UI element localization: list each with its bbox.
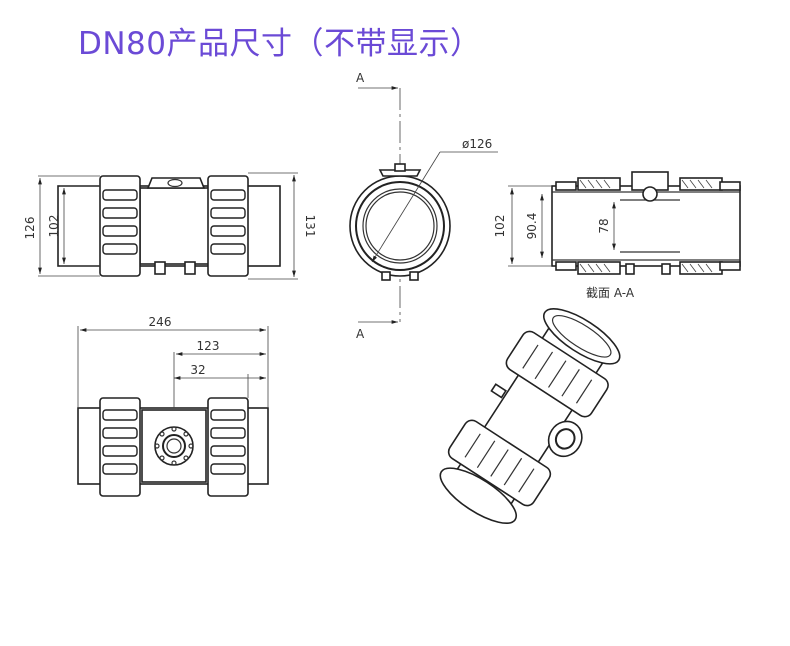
dim-half-length: 123 [197, 339, 220, 353]
dim-flange-diameter: 126 [23, 217, 37, 240]
section-marker-top: A [356, 71, 365, 85]
dim-section-min: 78 [597, 218, 611, 233]
dim-bore-outer: 102 [47, 215, 61, 238]
dim-section-bore: 102 [493, 215, 507, 238]
top-view: 246 123 32 [77, 315, 269, 497]
section-marker-bottom: A [356, 327, 365, 341]
page-title: DN80产品尺寸（不带显示） [78, 26, 482, 62]
section-view: 102 90.4 78 截面 A-A [493, 171, 741, 300]
dim-front-diameter: ø126 [462, 137, 492, 151]
dim-overall-height: 131 [303, 215, 317, 238]
dim-overall-length: 246 [149, 315, 172, 329]
isometric-view [439, 308, 621, 524]
side-view: 126 102 131 [23, 172, 317, 280]
front-view: A A ø126 [349, 71, 498, 341]
dim-sensor-offset: 32 [190, 363, 205, 377]
dim-section-inner: 90.4 [525, 213, 539, 240]
section-label: 截面 A-A [586, 286, 635, 300]
